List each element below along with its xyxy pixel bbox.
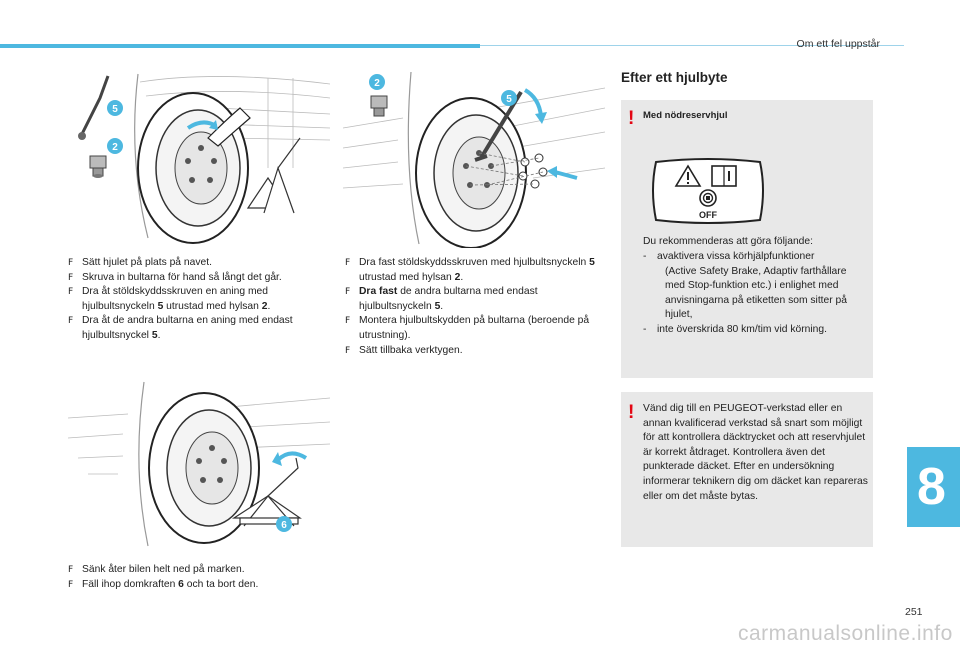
callout-6: 6 — [281, 520, 287, 531]
section-title: Efter ett hjulbyte — [621, 70, 728, 85]
warning-intro: Du rekommenderas att göra följande: — [643, 236, 813, 247]
socket-icon — [370, 95, 388, 117]
warning-list: -avaktivera vissa körhjälpfunktioner(Act… — [643, 250, 869, 338]
figure-wheel-refit: 5 2 — [68, 68, 330, 248]
page-number: 251 — [905, 606, 923, 618]
spare-wheel-label: OFF — [652, 158, 764, 224]
figure-wheel-tighten: 2 5 — [343, 68, 605, 248]
watermark: carmanualsonline.info — [738, 622, 953, 645]
off-label: OFF — [699, 210, 717, 220]
chapter-number: 8 — [917, 458, 946, 516]
wheel-brace-icon — [80, 75, 110, 135]
warning-icon: ! — [628, 108, 635, 129]
manual-book-icon — [711, 165, 737, 187]
callout-5: 5 — [506, 94, 512, 105]
figure-lower-car: 6 — [68, 378, 330, 550]
section-header: Om ett fel uppstår — [796, 38, 880, 50]
top-accent-bar — [0, 44, 480, 48]
callout-5: 5 — [112, 104, 118, 115]
chapter-tab: 8 — [907, 447, 960, 527]
brake-off-icon — [699, 189, 717, 207]
warning-box-spare-wheel: ! Med nödreservhjul OFF Du rekommenderas… — [621, 100, 873, 378]
warning-triangle-icon — [674, 164, 702, 187]
socket-icon — [89, 155, 107, 178]
list-item: -inte överskrida 80 km/tim vid körning. — [643, 323, 827, 335]
callout-2: 2 — [112, 142, 118, 153]
callout-2: 2 — [374, 78, 380, 89]
warning-box-workshop: ! Vänd dig till en PEUGEOT-verkstad elle… — [621, 392, 873, 547]
warning-text: Vänd dig till en PEUGEOT-verkstad eller … — [643, 403, 868, 502]
top-accent-line — [480, 45, 904, 46]
list-item: -avaktivera vissa körhjälpfunktioner(Act… — [643, 251, 848, 321]
warning-subtitle: Med nödreservhjul — [643, 110, 728, 121]
warning-icon: ! — [628, 402, 635, 423]
